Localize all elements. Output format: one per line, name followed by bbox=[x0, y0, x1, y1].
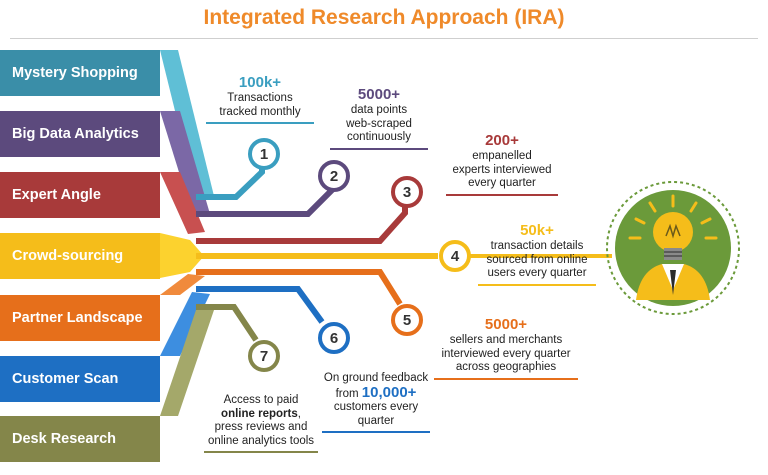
callout-6-underline bbox=[322, 431, 430, 433]
band-label-mystery-shopping: Mystery Shopping bbox=[12, 65, 138, 81]
node-5: 5 bbox=[391, 304, 423, 336]
callout-5-line2: interviewed every quarter bbox=[441, 347, 571, 360]
callout-4-line2: sourced from online bbox=[486, 253, 588, 266]
callout-4-underline bbox=[478, 283, 596, 286]
node-2: 2 bbox=[318, 160, 350, 192]
band-tail-5 bbox=[160, 274, 205, 295]
callout-6-line4: quarter bbox=[357, 414, 395, 427]
node-6-number: 6 bbox=[330, 330, 338, 347]
callout-1-figure: 100k+ bbox=[238, 74, 282, 91]
node-5-number: 5 bbox=[403, 312, 411, 329]
callout-4-line3: users every quarter bbox=[487, 267, 587, 279]
callout-2-line1: data points bbox=[350, 104, 408, 116]
page-title: Integrated Research Approach (IRA) bbox=[203, 6, 565, 29]
band-label-customer-scan: Customer Scan bbox=[12, 371, 119, 387]
node-7: 7 bbox=[248, 340, 280, 372]
band-customer-scan bbox=[0, 356, 160, 402]
callout-7-line2-comma: , bbox=[297, 407, 301, 420]
callout-4: 50k+ transaction details sourced from on… bbox=[478, 222, 596, 286]
callout-1-underline bbox=[206, 122, 314, 124]
band-tail-7 bbox=[160, 310, 214, 416]
node-4-number: 4 bbox=[451, 248, 460, 265]
callout-2-line3: continuously bbox=[347, 131, 411, 143]
band-label-big-data-analytics: Big Data Analytics bbox=[12, 126, 139, 142]
callout-7: Access to paid online reports, press rev… bbox=[204, 394, 318, 453]
callout-6-figure: 10,000+ bbox=[361, 383, 417, 401]
callout-5-figure: 5000+ bbox=[484, 316, 528, 333]
callout-5-underline bbox=[434, 377, 578, 380]
callout-6-line1: On ground feedback bbox=[323, 372, 429, 384]
band-tail-4 bbox=[160, 233, 204, 278]
title-divider bbox=[10, 38, 758, 39]
connector-6 bbox=[196, 286, 325, 324]
callout-1-line2: tracked monthly bbox=[219, 105, 301, 118]
callout-3-line2: experts interviewed bbox=[452, 163, 552, 176]
band-crowd-sourcing bbox=[0, 233, 160, 279]
callout-3: 200+ empanelled experts interviewed ever… bbox=[446, 132, 558, 196]
callout-7-line4: online analytics tools bbox=[207, 434, 315, 447]
callout-7-line1: Access to paid bbox=[223, 394, 299, 406]
band-tail-2 bbox=[160, 111, 210, 214]
band-label-partner-landscape: Partner Landscape bbox=[12, 310, 143, 326]
band-tail-3 bbox=[160, 172, 205, 234]
band-tail-1 bbox=[160, 50, 214, 196]
node-1-number: 1 bbox=[260, 146, 268, 163]
callout-5-line1: sellers and merchants bbox=[449, 334, 563, 346]
callout-6-line3: customers every bbox=[333, 401, 419, 413]
band-label-expert-angle: Expert Angle bbox=[12, 187, 101, 203]
node-7-number: 7 bbox=[260, 348, 268, 365]
callout-1: 100k+ Transactions tracked monthly bbox=[206, 74, 314, 124]
node-3: 3 bbox=[391, 176, 423, 208]
callout-3-underline bbox=[446, 193, 558, 196]
callout-6-line2-prefix: from bbox=[335, 387, 359, 400]
band-expert-angle bbox=[0, 172, 160, 218]
callout-3-line3: every quarter bbox=[468, 177, 536, 189]
connector-5 bbox=[196, 269, 403, 306]
callout-1-line1: Transactions bbox=[227, 92, 293, 104]
callout-7-line2: online reports bbox=[221, 407, 298, 420]
band-desk-research bbox=[0, 416, 160, 462]
callout-4-line1: transaction details bbox=[490, 240, 584, 252]
callout-7-underline bbox=[204, 451, 318, 453]
callout-2-line2: web-scraped bbox=[346, 117, 412, 130]
node-1: 1 bbox=[248, 138, 280, 170]
callout-2-figure: 5000+ bbox=[357, 86, 401, 103]
lightbulb-person-icon bbox=[606, 181, 740, 315]
callout-7-line3: press reviews and bbox=[214, 421, 308, 433]
band-label-desk-research: Desk Research bbox=[12, 431, 116, 447]
callout-5: 5000+ sellers and merchants interviewed … bbox=[434, 316, 578, 380]
band-partner-landscape bbox=[0, 295, 160, 341]
callout-3-figure: 200+ bbox=[485, 132, 519, 149]
callout-2-underline bbox=[330, 147, 428, 150]
node-3-number: 3 bbox=[403, 184, 411, 201]
connector-2 bbox=[196, 185, 337, 217]
band-big-data-analytics bbox=[0, 111, 160, 157]
callout-2: 5000+ data points web-scraped continuous… bbox=[330, 86, 428, 150]
node-2-number: 2 bbox=[330, 168, 338, 185]
callout-3-line1: empanelled bbox=[472, 150, 532, 162]
callout-4-figure: 50k+ bbox=[520, 222, 554, 239]
band-mystery-shopping bbox=[0, 50, 160, 96]
connector-3 bbox=[196, 204, 408, 244]
connector-7 bbox=[196, 304, 259, 342]
band-label-crowd-sourcing: Crowd-sourcing bbox=[12, 248, 124, 264]
callout-6: On ground feedback from 10,000+ customer… bbox=[322, 372, 430, 433]
callout-5-line3: across geographies bbox=[455, 361, 557, 373]
node-4: 4 bbox=[439, 240, 471, 272]
node-6: 6 bbox=[318, 322, 350, 354]
